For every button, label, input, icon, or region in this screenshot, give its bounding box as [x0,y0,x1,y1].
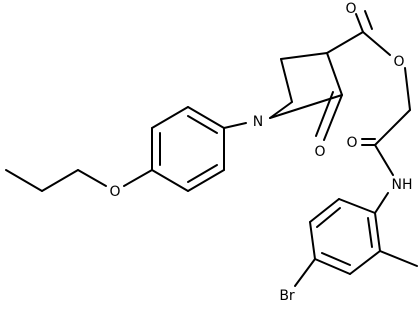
bond-ring2-d [314,258,351,275]
bond-ring2-b [309,198,340,223]
bond-propyl-3 [77,169,107,187]
bond-methyl [379,250,418,267]
bond-amide-c-n [374,144,394,176]
atom-bromine: Br [279,288,295,304]
bond-ester-c-o-double-1 [355,13,364,33]
bond-lactam-co-2 [315,91,334,137]
bond-ring2-b-inner [316,207,341,228]
bond-ester-c-o-double-2 [364,10,373,30]
bond-ch2-co [326,52,343,96]
bond-ch2-ch [280,58,293,103]
bond-o-ch2 [404,67,411,111]
bond-ring2-e [349,250,381,275]
bond-ring1-f [151,169,189,192]
atom-ether-o: O [109,184,120,200]
bond-ring1-b [151,106,189,129]
bond-aryl-lactam-n [223,122,247,129]
bond-ring2-a [338,198,376,214]
bond-ether-aryl [123,169,153,187]
bond-ring2-f [374,212,381,252]
bond-ring2-f-inner [367,217,373,248]
atom-lactam-n: N [253,114,263,130]
bond-ch-ester-c [326,31,364,54]
atom-ester-carbonyl-o: O [345,1,356,17]
bond-ring2-c [309,221,316,260]
bond-ring2-d-inner [321,252,351,266]
atom-ester-o: O [393,54,404,70]
bond-lactam-co-1 [323,94,343,141]
bond-propyl-1 [5,169,43,192]
bond-n-ch2 [269,101,293,119]
bond-ring1-c-inner [187,115,218,134]
bonds [5,10,418,287]
bond-ch2-amide-c [374,109,411,146]
atom-amide-nh: NH [392,177,413,193]
bond-nh-aryl [374,192,389,214]
bond-ring1-e [187,169,225,192]
atom-amide-o: O [346,135,357,151]
atom-labels: O O O NH N O O Br [109,1,412,304]
bond-ester-c-o [362,31,391,56]
bond-ch-ch2 [280,52,328,60]
atom-lactam-o: O [314,144,325,160]
bond-propyl-2 [41,169,79,192]
bond-ring1-e-inner [187,164,218,183]
bond-ring1-c [187,106,225,129]
bond-bromo [294,258,316,287]
